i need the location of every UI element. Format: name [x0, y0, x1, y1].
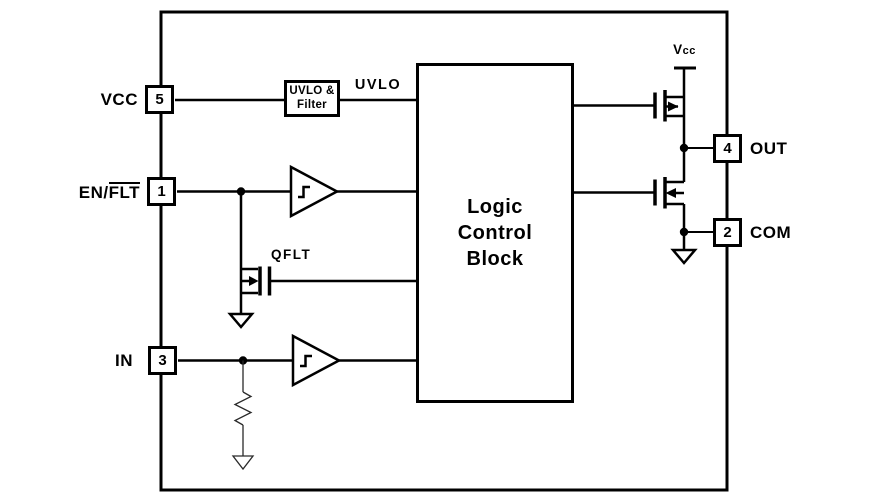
- ground-icon-com: [670, 248, 698, 265]
- qflt-mosfet-icon: [239, 266, 418, 314]
- vcc-rail-v: V: [673, 42, 683, 57]
- ic-outline: [159, 10, 729, 492]
- uvlo-filter-line2: Filter: [297, 98, 327, 111]
- pin-label-vcc: VCC: [100, 90, 138, 109]
- pin-box-4: 4: [713, 134, 742, 163]
- pin-box-5: 5: [145, 85, 174, 114]
- en-flt-wires: [177, 190, 418, 269]
- vcc-rail-label: Vcc: [664, 42, 705, 57]
- pin-label-com: COM: [750, 223, 792, 242]
- pin-number-4: 4: [723, 140, 732, 157]
- resistor-icon: [231, 360, 255, 471]
- schmitt-trigger-in-icon: [291, 333, 342, 388]
- pin-box-2: 2: [713, 218, 742, 247]
- pin-number-3: 3: [158, 352, 167, 369]
- logic-block-line1: Logic: [467, 196, 523, 218]
- mosfet-low-side-icon: [653, 177, 686, 232]
- en-junction-dot: [236, 187, 246, 196]
- gate-drive-wires: [572, 104, 655, 194]
- qflt-label: QFLT: [271, 247, 312, 262]
- pin-box-1: 1: [147, 177, 176, 206]
- pin-number-2: 2: [723, 224, 732, 241]
- uvlo-net-label: UVLO: [354, 77, 402, 93]
- pin-label-out: OUT: [750, 139, 788, 158]
- pin-label-en-flt: EN/FLT: [30, 182, 140, 202]
- pin-label-in: IN: [115, 351, 133, 370]
- uvlo-filter-line1: UVLO &: [289, 85, 335, 97]
- pin-label-flt-overline: FLT: [108, 182, 140, 202]
- logic-block-line3: Block: [466, 248, 524, 270]
- logic-block-line2: Control: [457, 222, 533, 244]
- logic-control-block: Logic Control Block: [416, 63, 574, 403]
- mosfet-high-side-icon: [653, 68, 686, 148]
- pin-box-3: 3: [148, 346, 177, 375]
- vcc-rail-cc: cc: [682, 45, 696, 57]
- ground-icon-qflt: [227, 312, 255, 329]
- schmitt-trigger-en-icon: [289, 164, 340, 219]
- pin-number-1: 1: [157, 183, 166, 200]
- pin-number-5: 5: [155, 91, 164, 108]
- uvlo-filter-block: UVLO & Filter: [284, 80, 340, 117]
- pin-label-en-prefix: EN/: [78, 183, 109, 202]
